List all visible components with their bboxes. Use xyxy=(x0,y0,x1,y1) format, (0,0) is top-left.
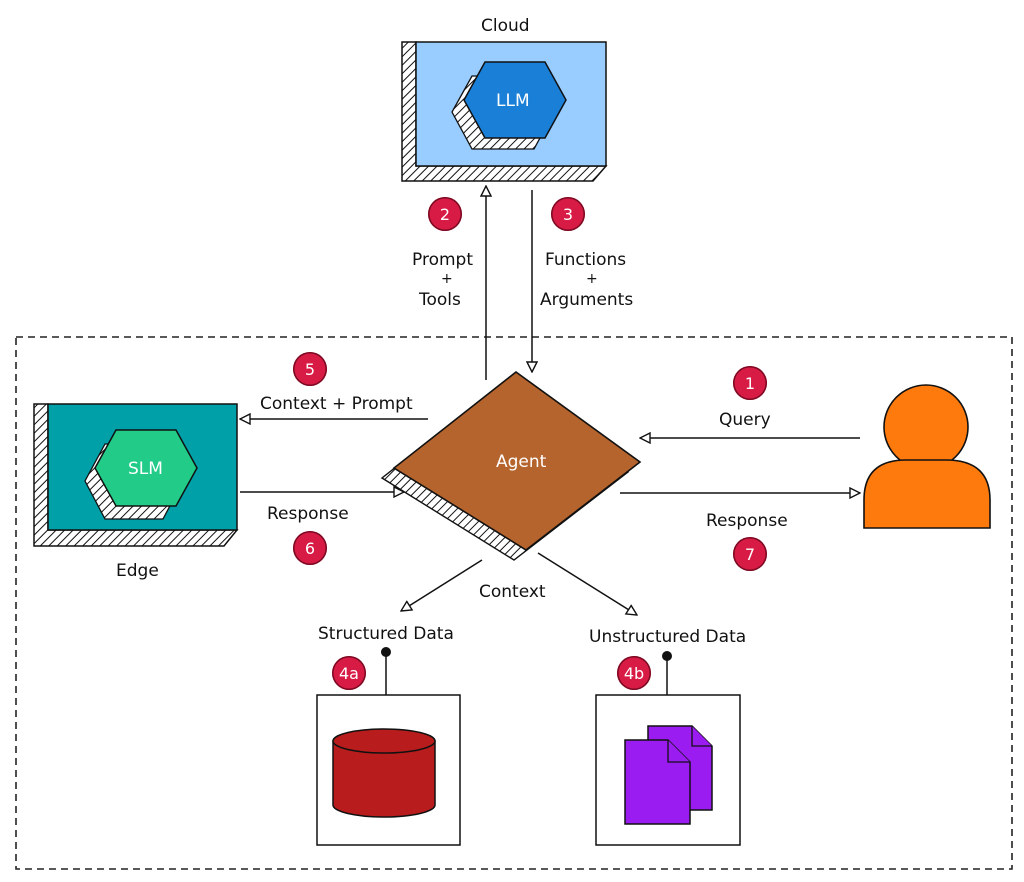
arguments-label: Arguments xyxy=(540,290,634,310)
step-badge-3: 3 xyxy=(551,197,585,231)
cloud-title: Cloud xyxy=(481,16,530,36)
step-badge-6: 6 xyxy=(293,531,327,565)
llm-hexagon xyxy=(451,61,567,150)
edge-title: Edge xyxy=(116,561,159,581)
documents-icon xyxy=(624,725,713,825)
structured-data-label: Structured Data xyxy=(318,624,454,644)
llm-label: LLM xyxy=(496,91,530,111)
arrow-context-unstructured xyxy=(537,552,637,615)
step-badge-7: 7 xyxy=(733,537,767,571)
query-label: Query xyxy=(719,410,771,430)
slm-label: SLM xyxy=(128,459,163,479)
edge-boundary xyxy=(15,336,1013,870)
slm-hexagon xyxy=(84,429,198,520)
step-badge-4a: 4a xyxy=(332,656,366,690)
step-badge-1: 1 xyxy=(733,366,767,400)
prompt-plus-label: + xyxy=(441,271,453,287)
step-badge-4b: 4b xyxy=(617,656,651,690)
unstructured-data-label: Unstructured Data xyxy=(589,627,747,647)
agent-label: Agent xyxy=(496,452,547,472)
tools-label: Tools xyxy=(419,290,461,310)
response-user-label: Response xyxy=(706,511,788,531)
agent-diamond xyxy=(380,370,642,561)
response-edge-label: Response xyxy=(267,504,349,524)
functions-label: Functions xyxy=(545,250,627,270)
context-label: Context xyxy=(479,582,546,602)
database-icon xyxy=(332,728,436,818)
user-icon xyxy=(863,384,991,529)
arrow-context-structured xyxy=(401,559,483,611)
context-prompt-label: Context + Prompt xyxy=(260,394,413,414)
step-badge-5: 5 xyxy=(293,352,327,386)
step-badge-2: 2 xyxy=(428,197,462,231)
prompt-label: Prompt xyxy=(412,250,473,270)
functions-plus-label: + xyxy=(586,271,598,287)
